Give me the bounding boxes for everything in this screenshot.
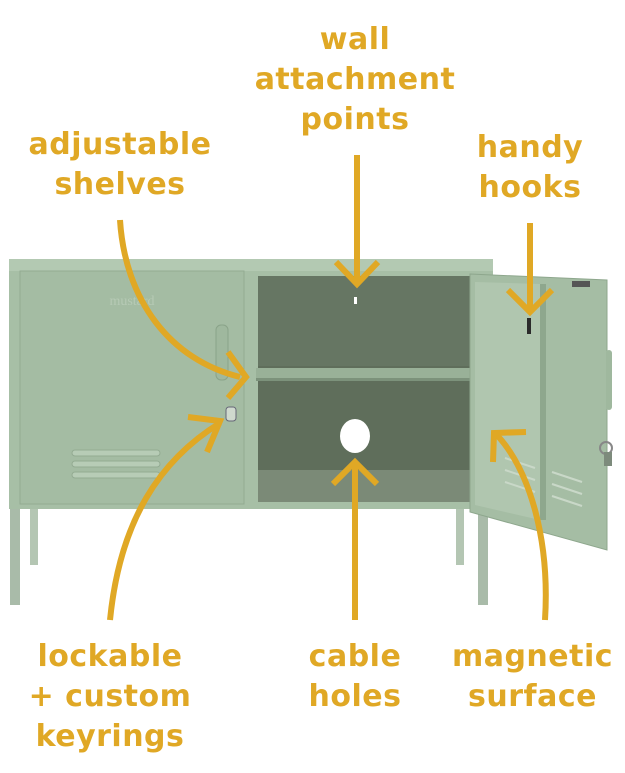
arrow-adjustable-shelves: [117, 219, 241, 380]
label-magnetic-surface: magnetic surface: [451, 639, 614, 714]
vent: [71, 449, 161, 457]
door-lock: [225, 406, 237, 422]
arrow-lockable: [107, 420, 222, 621]
leg-front-left: [10, 505, 20, 605]
label-adjustable-shelves: adjustable shelves: [28, 127, 212, 202]
label-wall-attachment-points: wall attachment points: [254, 22, 456, 137]
leg-back-left: [30, 505, 38, 565]
label-handy-hooks: handy hooks: [476, 130, 584, 205]
leg-back-right: [456, 505, 464, 565]
shelf: [256, 368, 470, 378]
door-plate: [572, 281, 590, 287]
label-cable-holes: cable holes: [308, 639, 402, 714]
leg-front-right: [478, 505, 488, 605]
hook: [527, 318, 531, 334]
wall-attachment-hole: [354, 297, 357, 304]
vent: [71, 471, 161, 479]
label-lockable-keyrings: lockable + custom keyrings: [28, 639, 192, 754]
arrow-magnetic: [493, 431, 549, 621]
cable-hole: [340, 419, 370, 453]
vent: [71, 460, 161, 468]
